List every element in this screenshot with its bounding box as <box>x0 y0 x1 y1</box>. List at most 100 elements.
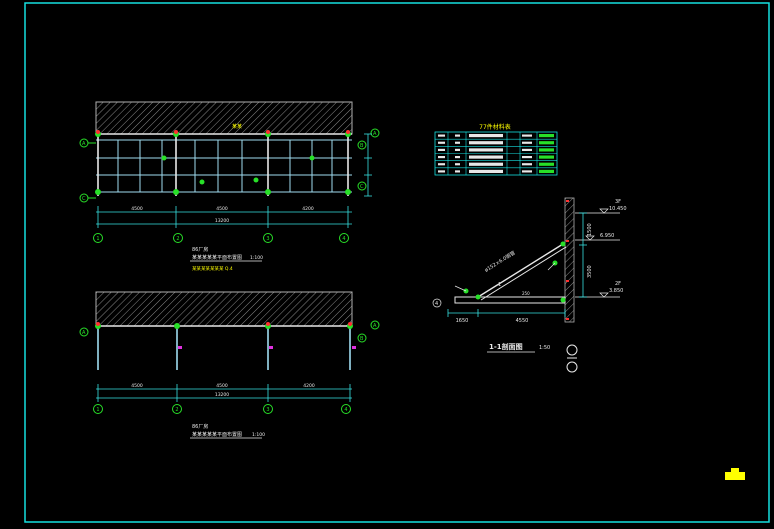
schedule-cell-index <box>438 156 445 159</box>
section-diagonal-label: ø152×6.0钢管 <box>483 249 516 273</box>
lower-bottom-dims <box>96 384 352 402</box>
section-1-1: ø152×6.0钢管 4 1 250 3F 10.450 6.950 <box>432 197 627 373</box>
svg-text:3: 3 <box>266 407 269 413</box>
upper-columns <box>97 134 349 196</box>
schedule-cell-qty <box>522 156 532 159</box>
schedule-cell-spec <box>469 162 503 166</box>
section-diagonal-brace <box>477 243 564 298</box>
section-axis-tag: 4 <box>435 301 438 307</box>
schedule-cell-index <box>438 163 445 166</box>
section-diagonal-brace-2 <box>480 246 567 301</box>
schedule-rows <box>435 132 557 175</box>
section-detail-markers <box>566 344 578 373</box>
section-title: 1-1剖面图 <box>489 342 523 351</box>
svg-text:A: A <box>82 330 86 336</box>
svg-text:4500: 4500 <box>216 206 228 212</box>
lower-bottom-axes: 1 2 3 4 <box>93 404 351 414</box>
svg-text:4: 4 <box>344 407 347 413</box>
svg-text:2F: 2F <box>615 281 621 287</box>
schedule-cell-no <box>455 163 460 166</box>
svg-text:1: 1 <box>96 407 99 413</box>
schedule-cell-qty <box>522 170 532 173</box>
section-dim-left: 1650 <box>456 318 469 324</box>
section-vertical-dims <box>579 212 587 298</box>
svg-text:13200: 13200 <box>215 218 229 224</box>
svg-text:4500: 4500 <box>131 383 143 389</box>
section-nodes <box>463 241 566 303</box>
upper-bottom-axes: 1 2 3 4 <box>93 233 349 243</box>
svg-text:A: A <box>373 323 377 329</box>
svg-text:4200: 4200 <box>303 383 315 389</box>
upper-nodes <box>95 131 351 195</box>
schedule-cell-spec <box>469 155 503 159</box>
svg-text:C: C <box>82 196 86 202</box>
upper-plan-note: 某某某某某某某 Q.4 <box>192 266 233 272</box>
svg-text:B: B <box>360 336 364 342</box>
svg-text:6.950: 6.950 <box>600 233 614 239</box>
schedule-cell-qty <box>522 141 532 144</box>
lower-wall-hatch <box>95 291 353 327</box>
upper-plan: 某某 A C A B C <box>79 101 380 272</box>
schedule-cell-spec <box>469 169 503 173</box>
lower-dim-labels: 4500 4500 4200 13200 <box>131 383 315 398</box>
upper-plan-subtitle: 某某某某某平面布置图 <box>192 254 242 261</box>
svg-text:2: 2 <box>175 407 178 413</box>
svg-text:A: A <box>373 131 377 137</box>
schedule-cell-no <box>455 170 460 173</box>
schedule-cell-no <box>455 148 460 151</box>
lower-plan-scale: 1:100 <box>252 432 265 438</box>
schedule-cell-status <box>539 141 554 145</box>
lower-plan-title: 86厂房 <box>192 423 208 430</box>
section-callouts <box>432 262 556 308</box>
section-dim-lower: 3500 <box>587 265 593 278</box>
schedule-cell-no <box>455 141 460 144</box>
upper-wall-hatch <box>95 101 353 135</box>
schedule-cell-index <box>438 134 445 137</box>
section-bottom-dims <box>447 309 566 317</box>
upper-grid <box>96 139 352 193</box>
title-block-marker <box>725 472 745 480</box>
schedule-cell-status <box>539 162 554 166</box>
section-wall-marks <box>566 200 569 320</box>
section-level-markers <box>575 208 620 298</box>
lower-plan: A A B 4500 4500 4200 13200 1 2 <box>79 291 380 439</box>
section-scale: 1:50 <box>539 345 550 351</box>
schedule-cell-status <box>539 169 554 173</box>
svg-text:A: A <box>82 141 86 147</box>
upper-right-dims <box>364 133 372 197</box>
section-base-label: 250 <box>522 291 530 296</box>
upper-plan-scale: 1:100 <box>250 255 263 261</box>
schedule-cell-status <box>539 134 554 138</box>
lower-columns <box>97 326 351 370</box>
schedule-cell-no <box>455 134 460 137</box>
upper-plan-title: 86厂房 <box>192 246 208 253</box>
svg-text:4: 4 <box>342 236 345 242</box>
schedule-cell-index <box>438 148 445 151</box>
section-level-labels: 3F 10.450 6.950 2F 3.850 <box>600 199 627 294</box>
svg-text:13200: 13200 <box>215 392 229 398</box>
svg-text:C: C <box>360 184 364 190</box>
lower-plan-subtitle: 某某某某某平面布置图 <box>192 431 242 438</box>
svg-text:4500: 4500 <box>216 383 228 389</box>
svg-text:2: 2 <box>176 236 179 242</box>
upper-anchor-points <box>96 130 350 134</box>
drawing-frame <box>24 2 770 523</box>
schedule-cell-qty <box>522 163 532 166</box>
upper-left-axes: A C <box>79 138 96 203</box>
schedule-cell-status <box>539 155 554 159</box>
svg-text:B: B <box>360 143 364 149</box>
schedule-cell-spec <box>469 134 503 138</box>
schedule-title: 77件材料表 <box>479 123 511 131</box>
svg-text:3F: 3F <box>615 199 621 205</box>
upper-dim-labels: 4500 4500 4200 13200 <box>131 206 314 224</box>
upper-bottom-dims <box>96 206 352 228</box>
svg-text:4500: 4500 <box>131 206 143 212</box>
schedule-cell-qty <box>522 134 532 137</box>
svg-text:10.450: 10.450 <box>609 206 627 212</box>
lower-column-tags <box>178 346 356 349</box>
upper-right-axes: A B C <box>357 128 380 191</box>
lower-anchor-points <box>96 322 352 326</box>
section-dim-upper: 1500 <box>587 223 593 236</box>
schedule-cell-index <box>438 170 445 173</box>
